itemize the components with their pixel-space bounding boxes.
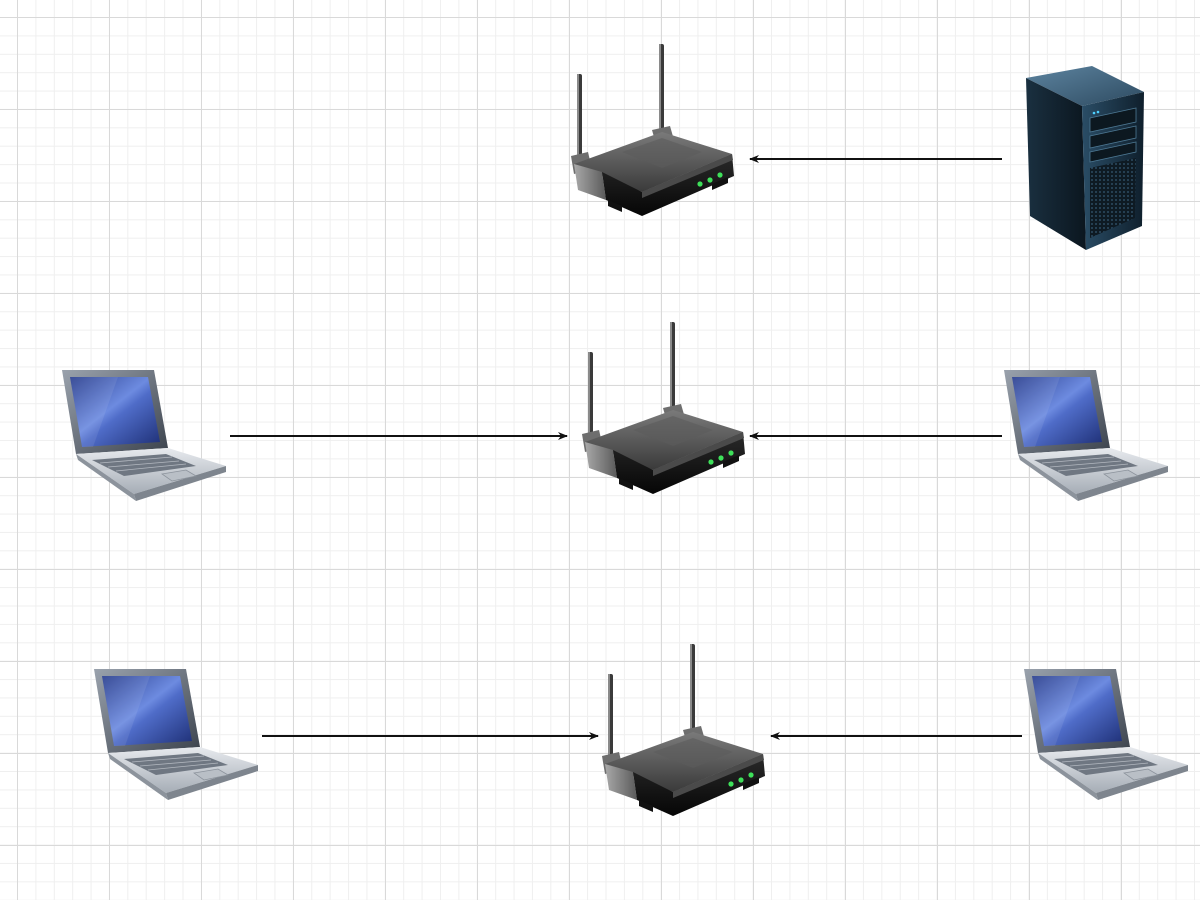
tower-server-icon (1022, 66, 1147, 251)
laptop-bottom-left[interactable] (90, 667, 260, 802)
wireless-router-icon (573, 322, 753, 502)
router-mid[interactable] (573, 322, 753, 502)
wireless-router-icon (593, 644, 773, 824)
laptop-icon (1020, 667, 1190, 802)
laptop-icon (90, 667, 260, 802)
laptop-mid-right[interactable] (1000, 368, 1170, 503)
laptop-icon (58, 368, 228, 503)
wireless-router-icon (562, 44, 742, 224)
laptop-bottom-right[interactable] (1020, 667, 1190, 802)
server[interactable] (1022, 66, 1147, 251)
laptop-icon (1000, 368, 1170, 503)
router-bottom[interactable] (593, 644, 773, 824)
laptop-mid-left[interactable] (58, 368, 228, 503)
router-top[interactable] (562, 44, 742, 224)
